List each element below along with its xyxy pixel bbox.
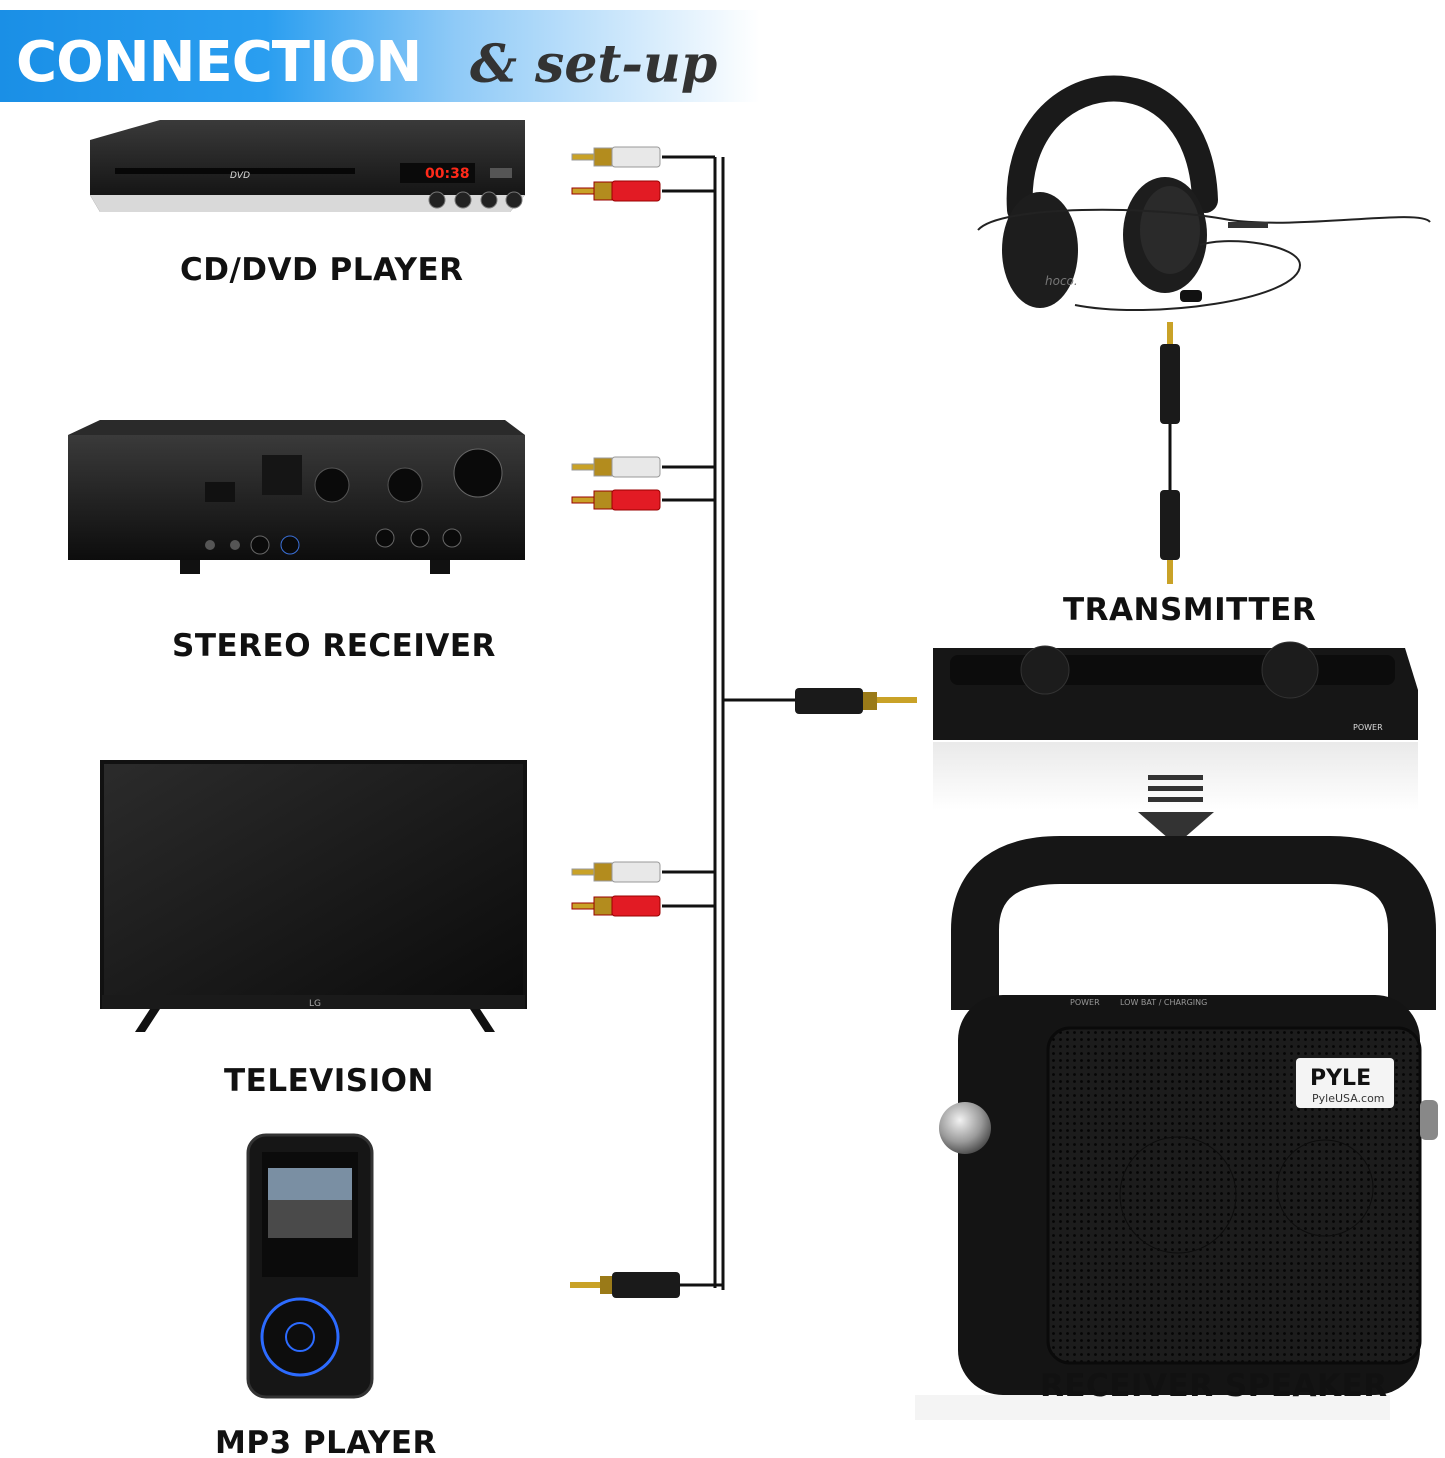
transmitter-power-text: POWER — [1353, 723, 1383, 732]
headphone-brand: hoco. — [1045, 274, 1078, 288]
speaker-brand: PYLE — [1310, 1066, 1371, 1091]
title-script: & set-up — [470, 34, 718, 95]
label-stereo-receiver: STEREO RECEIVER — [172, 628, 496, 664]
tv-brand: LG — [309, 999, 321, 1009]
down-arrow-icon — [1138, 775, 1214, 845]
label-receiver-speaker: RECEIVER SPEAKER — [1040, 1368, 1388, 1404]
rca-plugs-dvd — [571, 146, 661, 202]
cable-bus — [662, 155, 800, 1290]
television-illustration: LG — [100, 760, 527, 1032]
receiver-speaker-illustration: PYLE PyleUSA.com POWER LOW BAT / CHARGIN… — [915, 836, 1438, 1420]
title-banner: CONNECTION & set-up — [0, 10, 760, 102]
label-mp3-player: MP3 PLAYER — [215, 1425, 437, 1458]
stereo-receiver-illustration — [68, 420, 525, 574]
dvd-player-illustration: 00:38 DVD — [90, 120, 525, 212]
dvd-brand: DVD — [230, 171, 250, 181]
rca-plugs-stereo — [571, 456, 661, 511]
rca-plugs-tv — [571, 861, 661, 917]
aux-plug-mp3 — [570, 1272, 680, 1298]
transmitter-illustration: POWER — [933, 641, 1418, 810]
aux-plug-transmitter — [795, 688, 917, 714]
label-television: TELEVISION — [224, 1063, 434, 1099]
headphone-aux-cable — [1160, 322, 1180, 584]
speaker-site: PyleUSA.com — [1312, 1092, 1385, 1105]
label-cd-dvd-player: CD/DVD PLAYER — [180, 252, 464, 288]
speaker-status-text: LOW BAT / CHARGING — [1120, 998, 1207, 1007]
mp3-player-illustration — [246, 1133, 374, 1399]
dvd-display: 00:38 — [425, 166, 470, 182]
title-main: CONNECTION — [16, 30, 422, 95]
speaker-power-text: POWER — [1070, 998, 1100, 1007]
headphones-illustration: hoco. — [977, 75, 1431, 312]
label-transmitter: TRANSMITTER — [1063, 592, 1317, 628]
